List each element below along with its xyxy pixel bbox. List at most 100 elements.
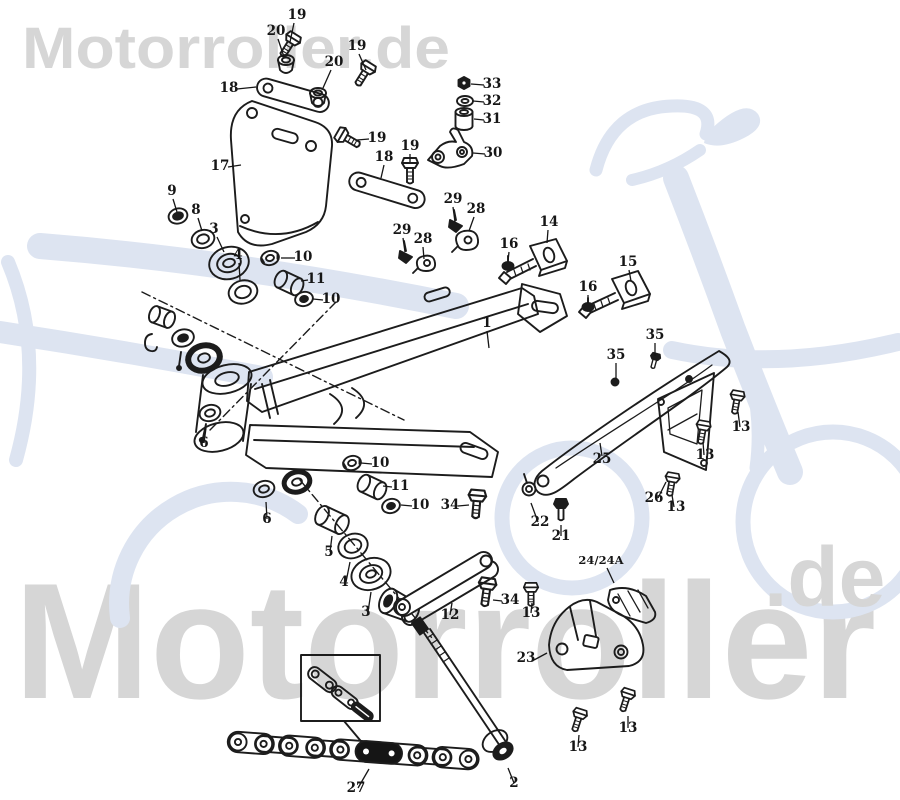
bearing-dark-ring <box>281 469 313 495</box>
leader-line <box>322 69 332 89</box>
bearing-3 <box>208 245 250 281</box>
part-number-label: 16 <box>500 236 519 252</box>
part-number-label: 13 <box>569 739 588 755</box>
seal-4 <box>337 532 369 560</box>
leader-line <box>358 53 367 71</box>
leader-line <box>599 442 603 457</box>
torque-link-12 <box>393 550 499 627</box>
leader-line <box>380 164 385 179</box>
part-number-label: 14 <box>540 214 559 230</box>
leader-line <box>492 599 503 602</box>
washer-32 <box>456 95 474 107</box>
chain-roller <box>305 738 325 758</box>
leader-line <box>702 441 705 456</box>
leader-line <box>329 535 333 553</box>
part-number-label: 21 <box>552 528 571 544</box>
bolt-34 <box>465 488 488 520</box>
watermark-swan-base <box>663 333 900 369</box>
nut-33 <box>457 76 471 90</box>
watermark-swan-curl <box>589 99 715 177</box>
part-number-label: 29 <box>444 191 463 207</box>
leader-line <box>472 100 485 103</box>
leader-line <box>422 246 425 260</box>
leader-line <box>402 237 406 253</box>
chain-link <box>431 746 480 771</box>
chain-roller <box>254 734 274 754</box>
part-number-label: 3 <box>361 604 370 620</box>
part-number-label: 6 <box>199 435 208 451</box>
leader-line <box>236 86 257 90</box>
leader-line <box>400 504 413 507</box>
leader-line <box>546 229 549 244</box>
part-number-label: 6 <box>262 511 271 527</box>
leader-line <box>737 411 741 428</box>
part-number-label: 4 <box>339 574 348 590</box>
leader-line <box>457 504 470 507</box>
part-number-label: 10 <box>371 455 390 471</box>
chain-roller-pin <box>413 751 422 760</box>
part-number-label: 13 <box>522 605 541 621</box>
leader-line <box>473 118 485 121</box>
watermark-swoosh <box>27 233 469 319</box>
part-number-label: 28 <box>414 231 433 247</box>
leader-line <box>172 198 178 213</box>
leader-line <box>671 494 675 508</box>
part-number-label: 12 <box>441 607 460 623</box>
part-number-label: 26 <box>645 490 664 506</box>
part-number-label: 16 <box>579 279 598 295</box>
seal-ring <box>171 328 195 348</box>
part-number-label: 13 <box>696 447 715 463</box>
part-number-label: 22 <box>531 514 550 530</box>
part-number-label: 28 <box>467 201 486 217</box>
leader-line <box>227 164 242 168</box>
leader-line <box>345 561 351 583</box>
part-number-label: 33 <box>483 76 502 92</box>
leader-line <box>300 279 309 282</box>
chain-roller <box>330 740 350 760</box>
part-number-label: 13 <box>732 419 751 435</box>
clip-28 <box>451 229 479 253</box>
part-number-label: 31 <box>483 111 502 127</box>
leader-line <box>628 269 632 282</box>
leader-line <box>472 152 486 155</box>
part-number-label: 1 <box>482 315 491 331</box>
leader-line <box>312 298 324 301</box>
bushing-11 <box>273 269 305 297</box>
part-number-label: 5 <box>324 544 333 560</box>
master-link-detail-box <box>300 654 381 747</box>
part-number-label: 20 <box>267 23 286 39</box>
nut-10 <box>294 290 314 308</box>
part-number-label: 15 <box>619 254 638 270</box>
chain-roller <box>407 745 427 765</box>
leader-line <box>468 216 475 232</box>
pivot-bushing-dark <box>185 342 223 374</box>
watermark-wheel <box>494 440 650 596</box>
part-number-label: 10 <box>322 291 341 307</box>
leader-line <box>357 768 370 789</box>
part-number-label: 4 <box>233 247 242 263</box>
leader-line <box>382 485 393 488</box>
master-link-pin <box>363 748 369 755</box>
leader-line <box>216 236 225 253</box>
leader-line <box>470 83 485 86</box>
mounting-strap-18 <box>348 171 426 210</box>
clip-29 <box>448 209 463 233</box>
leader-line <box>356 138 370 141</box>
chain-roller <box>433 747 453 767</box>
watermark-top-left: Motorroller.de <box>22 16 450 81</box>
watermark-swan-head <box>704 108 761 146</box>
part-number-label: 11 <box>391 478 410 494</box>
washer-6 <box>198 403 222 423</box>
part-number-label: 17 <box>211 158 230 174</box>
chain-link <box>226 730 275 756</box>
guard-brace-26 <box>657 372 715 471</box>
cup-washer-20 <box>277 54 295 74</box>
chain-roller <box>279 736 299 756</box>
leader-line <box>533 652 548 661</box>
leader-line <box>360 462 373 465</box>
part-number-label: 19 <box>288 7 307 23</box>
cotter-hook <box>144 333 158 353</box>
part-number-label: 19 <box>368 130 387 146</box>
bolt-19 <box>332 124 365 154</box>
line-art <box>141 29 747 771</box>
